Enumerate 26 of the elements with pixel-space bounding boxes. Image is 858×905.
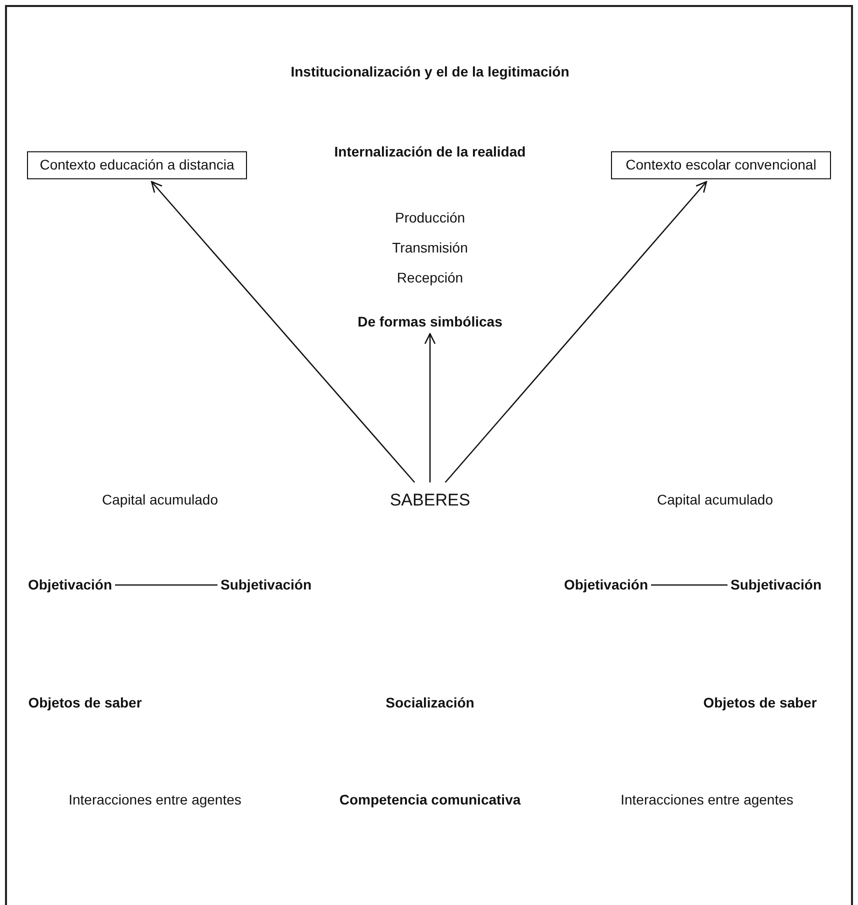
- heading-label: Internalización de la realidad: [334, 143, 526, 161]
- heading-label: Objetos de saber: [28, 694, 142, 712]
- central-label: SABERES: [382, 485, 478, 515]
- diagram-title: Institucionalización y el de la legitimación: [290, 63, 570, 81]
- text-label: Capital acumulado: [102, 491, 218, 509]
- text-label: Transmisión: [392, 239, 468, 257]
- context-box: Contexto educación a distancia: [27, 151, 247, 179]
- heading-label: Competencia comunicativa: [339, 791, 521, 809]
- text-label: Producción: [394, 209, 466, 227]
- text-label: Interacciones entre agentes: [68, 791, 242, 809]
- connector-line: [115, 584, 218, 586]
- connector-line: [651, 584, 728, 586]
- heading-label: Objetos de saber: [703, 694, 817, 712]
- text-label: Capital acumulado: [657, 491, 773, 509]
- context-box: Contexto escolar convencional: [611, 151, 831, 179]
- concept-label: Subjetivación: [730, 576, 822, 594]
- concept-label: Subjetivación: [220, 576, 312, 594]
- concept-label: De formas simbólicas: [358, 313, 502, 331]
- concept-label: Objetivación: [28, 576, 112, 594]
- arrow: [151, 181, 416, 483]
- heading-label: Socialización: [386, 694, 474, 712]
- concept-label: Objetivación: [564, 576, 648, 594]
- arrow: [424, 333, 436, 482]
- text-label: Recepción: [396, 269, 464, 287]
- arrow: [444, 181, 708, 483]
- text-label: Interacciones entre agentes: [620, 791, 794, 809]
